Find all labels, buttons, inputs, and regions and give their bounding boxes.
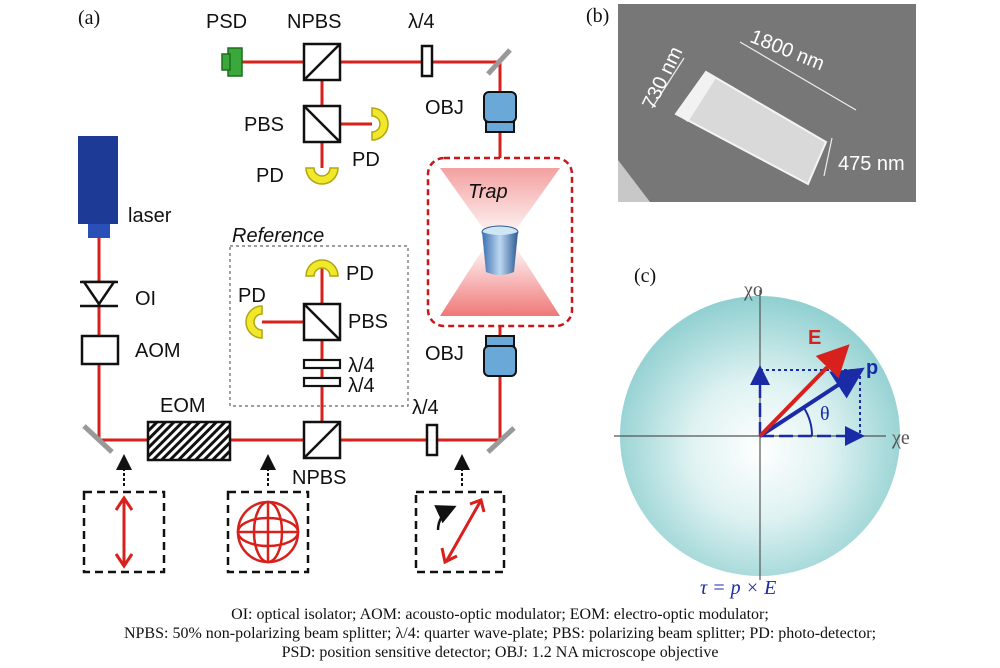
trap-region	[426, 156, 574, 328]
laser-source	[78, 136, 118, 238]
reference-box	[229, 245, 409, 407]
theta-arc	[803, 407, 814, 437]
laser-label: laser	[128, 205, 172, 227]
aom-modulation-inset	[82, 454, 166, 574]
qwp-top-label: λ/4	[408, 11, 435, 33]
objective-top	[483, 91, 517, 133]
psd-label: PSD	[206, 11, 247, 33]
e-vector	[758, 344, 850, 438]
ref-pbs-label: PBS	[348, 311, 388, 333]
ref-qwp1-label: λ/4	[348, 355, 375, 377]
oi-label: OI	[135, 288, 156, 310]
aom-component	[80, 334, 120, 366]
mirror	[82, 424, 114, 454]
mirror	[486, 48, 512, 76]
trap-label: Trap	[468, 181, 508, 203]
caption-line-3: PSD: position sensitive detector; OBJ: 1…	[281, 644, 719, 661]
panel-label-c: (c)	[634, 265, 656, 287]
npbs-top-cube	[302, 42, 342, 82]
sem-width-bottom-label: 475 nm	[838, 153, 905, 175]
figure: (a) laser OI AOM EOM NPBS λ/4	[78, 4, 916, 599]
optical-isolator	[80, 280, 118, 308]
ref-qwp2-label: λ/4	[348, 375, 375, 397]
reference-label: Reference	[232, 225, 324, 247]
qwp-top	[420, 44, 434, 78]
caption-line-1: OI: optical isolator; AOM: acousto-optic…	[231, 606, 769, 623]
p-components	[750, 365, 865, 446]
ref-pd-top-detector	[305, 259, 339, 277]
chi-e-label: χe	[891, 427, 910, 449]
torque-equation: τ = p × E	[700, 577, 776, 599]
ref-pd-left-detector	[245, 305, 263, 339]
obj-top-label: OBJ	[425, 97, 464, 119]
pd-right-label: PD	[352, 149, 380, 171]
qwp-bottom	[425, 423, 439, 457]
theta-label: θ	[820, 403, 830, 425]
panel-label-a: (a)	[78, 7, 100, 29]
p-vector	[758, 367, 865, 438]
caption-line-2: NPBS: 50% non-polarizing beam splitter; …	[123, 625, 877, 642]
eom-modulation-inset	[226, 454, 310, 574]
mirror	[486, 426, 516, 454]
ref-pd-top-label: PD	[346, 263, 374, 285]
ref-qwp-2	[302, 376, 342, 388]
ref-qwp-1	[302, 358, 342, 370]
qwp-bottom-label: λ/4	[412, 397, 439, 419]
panel-label-b: (b)	[586, 5, 609, 27]
npbs-bottom-label: NPBS	[292, 467, 346, 489]
psd-detector	[221, 47, 243, 77]
chi-o-label: χo	[743, 279, 763, 301]
aom-label: AOM	[135, 340, 181, 362]
objective-bottom	[483, 335, 517, 377]
pd-bottom-detector	[305, 167, 339, 185]
pbs-top-label: PBS	[244, 114, 284, 136]
npbs-bottom-cube	[302, 420, 342, 460]
obj-bottom-label: OBJ	[425, 343, 464, 365]
eom-component	[146, 420, 232, 462]
pd-bottom-label: PD	[256, 165, 284, 187]
ref-pd-left-label: PD	[238, 285, 266, 307]
ref-pbs-cube	[302, 302, 342, 342]
e-label: E	[808, 327, 821, 349]
npbs-top-label: NPBS	[287, 11, 341, 33]
qwp-rotation-inset	[414, 454, 506, 574]
sem-image	[618, 4, 916, 202]
pd-right-detector	[371, 107, 389, 141]
pbs-top-cube	[302, 104, 342, 144]
eom-label: EOM	[160, 395, 206, 417]
p-label: p	[866, 357, 878, 379]
